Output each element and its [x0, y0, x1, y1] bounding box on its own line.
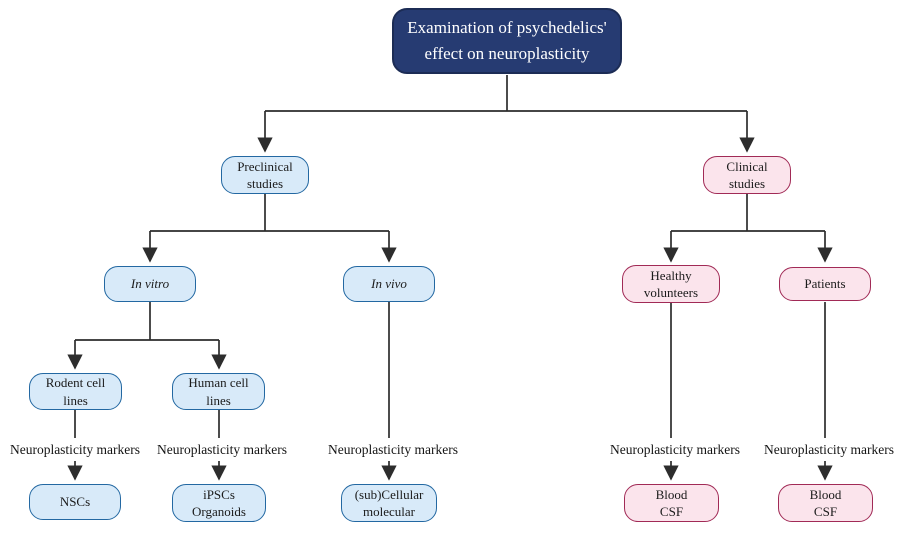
- node-label: Rodent cell: [45, 375, 106, 391]
- node-subcellular-molecular: (sub)Cellular molecular: [341, 484, 437, 522]
- node-label: iPSCs: [203, 486, 235, 502]
- node-root-title: Examination of psychedelics' effect on n…: [392, 8, 622, 74]
- invitro-split-line: [75, 302, 219, 341]
- node-blood-csf-patients: Blood CSF: [778, 484, 873, 522]
- node-preclinical-studies: Preclinical studies: [221, 156, 309, 194]
- marker-label-patients: Neuroplasticity markers: [763, 442, 895, 457]
- node-label: molecular: [363, 504, 415, 519]
- node-label: Human cell: [188, 375, 249, 391]
- node-label: Clinical: [726, 158, 768, 174]
- node-label: studies: [246, 176, 284, 191]
- marker-label-human: Neuroplasticity markers: [156, 442, 288, 457]
- marker-label-healthy: Neuroplasticity markers: [609, 442, 741, 457]
- node-in-vivo: In vivo: [343, 266, 435, 302]
- node-label: CSF: [813, 504, 838, 519]
- node-label: Preclinical: [237, 158, 293, 174]
- node-label: In vitro: [130, 276, 170, 292]
- node-label: Blood: [655, 486, 688, 502]
- node-label: Patients: [804, 276, 846, 292]
- marker-label-rodent: Neuroplasticity markers: [9, 442, 141, 457]
- node-rodent-cell-lines: Rodent cell lines: [29, 373, 122, 410]
- node-label: CSF: [659, 504, 684, 519]
- node-label: lines: [63, 392, 88, 408]
- node-patients: Patients: [779, 267, 871, 301]
- node-label: volunteers: [643, 285, 699, 300]
- node-label: studies: [728, 176, 766, 191]
- node-label: (sub)Cellular: [354, 486, 424, 502]
- node-label: NSCs: [59, 494, 91, 510]
- root-title-line1: Examination of psychedelics': [407, 17, 607, 37]
- node-healthy-volunteers: Healthy volunteers: [622, 265, 720, 303]
- root-title-line2: effect on neuroplasticity: [424, 44, 590, 63]
- marker-label-invivo: Neuroplasticity markers: [327, 442, 459, 457]
- node-label: Organoids: [192, 504, 246, 519]
- node-blood-csf-healthy: Blood CSF: [624, 484, 719, 522]
- node-in-vitro: In vitro: [104, 266, 196, 302]
- node-label: lines: [206, 392, 231, 408]
- node-human-cell-lines: Human cell lines: [172, 373, 265, 410]
- node-nscs: NSCs: [29, 484, 121, 520]
- node-label: Healthy: [650, 267, 692, 283]
- node-ipscs-organoids: iPSCs Organoids: [172, 484, 266, 522]
- clinical-split-line: [671, 194, 825, 232]
- node-label: Blood: [809, 486, 842, 502]
- node-clinical-studies: Clinical studies: [703, 156, 791, 194]
- preclinical-split-line: [150, 194, 389, 232]
- node-label: In vivo: [371, 276, 407, 292]
- root-split-line: [265, 75, 747, 112]
